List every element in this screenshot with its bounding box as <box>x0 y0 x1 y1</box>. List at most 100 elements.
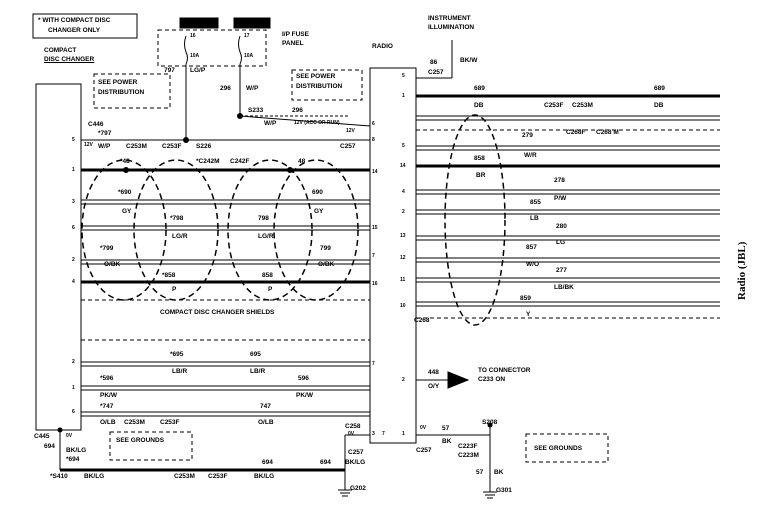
wire-689b: 689 <box>654 85 665 92</box>
wire-694c: 694 <box>262 459 273 466</box>
note-compact-disc: * WITH COMPACT DISC <box>38 17 111 24</box>
conn-c268: C268 <box>414 317 430 324</box>
wire-798a: *798 <box>170 215 184 222</box>
label-ip-fuse: I/P FUSE <box>282 31 309 38</box>
pin-left-4: 4 <box>72 279 75 285</box>
see-grounds-2: SEE GROUNDS <box>534 445 583 452</box>
wire-lb: LB <box>530 215 539 222</box>
pin-radio-l-7b: 7 <box>372 361 375 367</box>
pin-radio-l-15: 15 <box>372 225 378 231</box>
wire-obk-b: O/BK <box>318 261 335 268</box>
radio-connector-body <box>369 67 417 444</box>
label-acc-run: 12V (ACC OR RUN) <box>294 120 340 126</box>
see-power-2a: SEE POWER <box>296 73 336 80</box>
wire-797-num: 797 <box>164 67 175 74</box>
wire-lbr-a: LB/R <box>172 368 188 375</box>
pin-radio-l-14: 14 <box>372 169 378 175</box>
fuse-16-element <box>184 35 188 65</box>
fuse-17-block <box>233 17 271 29</box>
label-radio: RADIO <box>372 43 393 50</box>
splice-dots <box>57 113 493 433</box>
wire-wp-a: W/P <box>246 85 259 92</box>
conn-c268m: C268 M <box>596 129 619 136</box>
wire-695a: *695 <box>170 351 184 358</box>
conn-c257-c: C257 <box>416 447 432 454</box>
wire-859: 859 <box>520 295 531 302</box>
wire-57a: 57 <box>442 425 450 432</box>
pin-radio-r-5b: 5 <box>402 143 405 149</box>
wire-oy: O/Y <box>428 383 440 390</box>
wire-olb-b: O/LB <box>258 419 274 426</box>
conn-c253m-d: C253M <box>572 102 593 109</box>
conn-c253m-a: C253M <box>126 143 147 150</box>
conn-c257-a: C257 <box>340 143 356 150</box>
fuse-16-block <box>179 17 219 29</box>
wire-bkw: BK/W <box>460 57 478 64</box>
note-changer-only: CHANGER ONLY <box>48 27 101 34</box>
wire-0v-a: 0V <box>66 433 73 439</box>
wire-690a: *690 <box>118 189 132 196</box>
wire-db-a: DB <box>474 102 484 109</box>
pin-left-6: 6 <box>72 225 75 231</box>
conn-c253m-b: C253M <box>124 419 145 426</box>
pin-radio-l-8: 8 <box>372 137 375 143</box>
label-c233-on: C233 ON <box>478 376 506 383</box>
pin-radio-r-1: 1 <box>402 93 405 99</box>
wire-279: 279 <box>522 132 533 139</box>
wire-wp-b: W/P <box>264 120 277 127</box>
wire-pkw-a: PK/W <box>100 392 117 399</box>
conn-c268f: C268F <box>566 129 586 136</box>
see-grounds-box-1-outline <box>109 431 193 461</box>
see-power-2b: DISTRIBUTION <box>296 83 343 90</box>
conn-s226: S226 <box>196 143 212 150</box>
wire-857: 857 <box>526 244 537 251</box>
conn-c242m: *C242M <box>196 158 220 165</box>
conn-c257-b: C257 <box>348 449 364 456</box>
fuse-17-rating: 10A <box>244 53 254 59</box>
wire-690b: 690 <box>312 189 323 196</box>
conn-c253f-c: C253F <box>208 473 228 480</box>
wire-gy-b: GY <box>314 208 324 215</box>
wire-596a: *596 <box>100 375 114 382</box>
wire-br: BR <box>476 172 486 179</box>
label-compact: COMPACT <box>44 47 77 54</box>
wire-wp-c: W/P <box>98 143 111 150</box>
see-grounds-1: SEE GROUNDS <box>116 437 165 444</box>
wire-0v-c: 0V <box>420 425 427 431</box>
label-instrument: INSTRUMENT <box>428 15 471 22</box>
wire-lbr-b: LB/R <box>250 368 266 375</box>
wire-694b: *694 <box>66 456 80 463</box>
pin-left-2b: 2 <box>72 359 75 365</box>
wire-bklg-b: BK/LG <box>84 473 105 480</box>
pin-radio-r-4: 4 <box>402 189 405 195</box>
wire-gy-a: GY <box>122 208 132 215</box>
fuse-16-label: 16 <box>190 33 196 39</box>
wire-bk-a: BK <box>442 438 452 445</box>
wire-277: 277 <box>556 267 567 274</box>
pin-radio-r-13: 13 <box>400 233 406 239</box>
label-illumination: ILLUMINATION <box>428 24 475 31</box>
see-grounds-box-2-outline <box>525 433 609 463</box>
wire-lgr-a: LG/R <box>172 233 188 240</box>
conn-c242f: C242F <box>230 158 250 165</box>
wire-858c: 858 <box>474 155 485 162</box>
conn-g202: G202 <box>350 485 366 492</box>
to-connector-arrow <box>447 371 470 389</box>
wire-797b-num: *797 <box>98 130 112 137</box>
wire-olb-a: O/LB <box>100 419 116 426</box>
wire-bklg-c: BK/LG <box>254 473 275 480</box>
pin-radio-l-3b: 3 <box>372 431 375 437</box>
label-panel: PANEL <box>282 40 304 47</box>
pin-radio-l-16: 16 <box>372 281 378 287</box>
wire-448: 448 <box>428 369 439 376</box>
wire-694a: 694 <box>44 443 55 450</box>
conn-c223f: C223F <box>458 443 478 450</box>
left-harness-rows <box>81 168 370 417</box>
wire-pkw-b: PK/W <box>296 392 313 399</box>
wire-obk-a: O/BK <box>104 261 121 268</box>
wire-86: 86 <box>430 59 438 66</box>
pin-radio-r-2b: 2 <box>402 377 405 383</box>
conn-s233: S233 <box>248 107 264 114</box>
fuse-16-rating: 10A <box>190 53 200 59</box>
conn-c445: C445 <box>34 433 50 440</box>
